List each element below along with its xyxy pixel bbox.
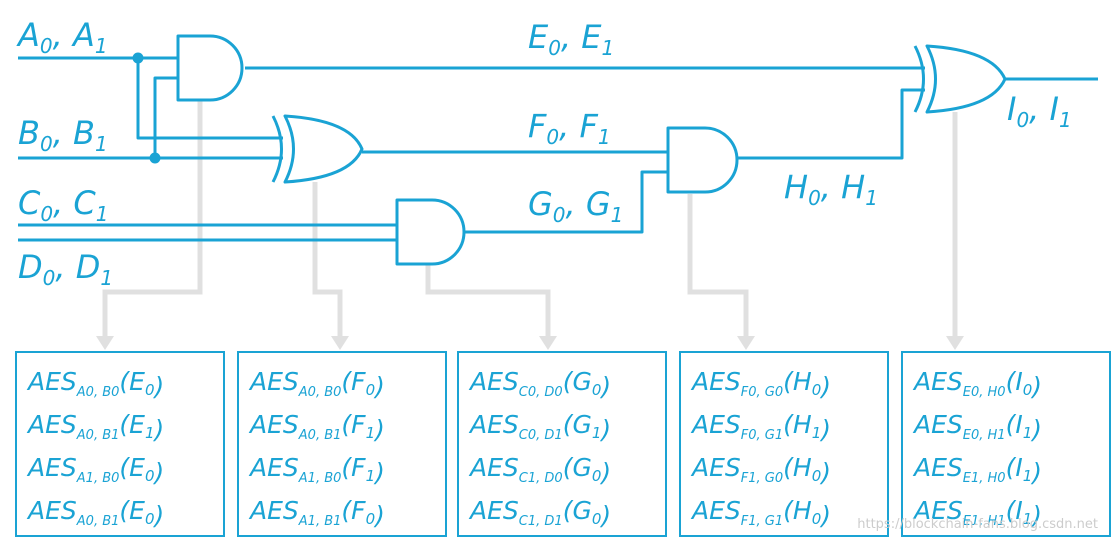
- table-box-4: [679, 351, 889, 537]
- garbled-tables: AESA0, B0(E0) AESA0, B1(E1) AESA1, B0(E0) A…: [15, 351, 1111, 537]
- table-5-row-3: AESE1, H0(I1): [912, 453, 1042, 487]
- table-3-row-3: AESC1, D0(G0): [468, 453, 611, 487]
- table-4-row-4: AESF1, G1(H0): [690, 496, 831, 530]
- xor-gate-2: [271, 114, 364, 184]
- table-4-row-1: AESF0, G0(H0): [690, 367, 831, 401]
- table-2-row-3: AESA1, B0(F1): [248, 453, 385, 487]
- connector-arrow-1: [96, 336, 114, 350]
- wire-labels: A0, A1 B0, B1 C0, C1 D0, D1 E0, E1 F0, F…: [16, 16, 1072, 290]
- label-b: B0, B1: [18, 114, 108, 156]
- table-2-row-2: AESA0, B1(F1): [248, 410, 385, 444]
- table-3-row-1: AESC0, D0(G0): [468, 367, 611, 401]
- xor-gate-2-extra-arc: [271, 115, 283, 183]
- table-3-row-4: AESC1, D1(G0): [468, 496, 611, 530]
- watermark: https://blockchain-fans.blog.csdn.net: [857, 517, 1098, 532]
- connector-gate4: [687, 194, 749, 338]
- table-4-row-3: AESF1, G0(H0): [690, 453, 831, 487]
- connector-arrow-5: [946, 336, 964, 350]
- table-box-3: [457, 351, 667, 537]
- label-h: H0, H1: [784, 168, 878, 210]
- table-box-5: [901, 351, 1111, 537]
- label-e: E0, E1: [528, 18, 614, 60]
- and-gate-3: [395, 198, 466, 266]
- table-2-row-4: AESA1, B1(F0): [248, 496, 385, 530]
- table-box-2: [237, 351, 447, 537]
- label-a: A0, A1: [16, 16, 108, 58]
- table-box-1: [15, 351, 225, 537]
- table-5-row-1: AESE0, H0(I0): [912, 367, 1042, 401]
- wire-h: [737, 88, 925, 160]
- label-f: F0, F1: [528, 107, 611, 149]
- xor-gate-2-body: [283, 114, 364, 184]
- table-3-row-2: AESC0, D1(G1): [468, 410, 611, 444]
- label-g: G0, G1: [528, 185, 623, 227]
- connectors: [96, 100, 964, 350]
- xor-gate-5-body: [925, 44, 1007, 114]
- junction-a: [132, 52, 144, 64]
- table-1-row-4: AESA0, B1(E0): [26, 496, 164, 530]
- and-gate-4: [666, 126, 739, 194]
- xor-gate-5-extra-arc: [913, 45, 925, 113]
- connector-gate2: [312, 182, 343, 338]
- table-5-row-4: AESE1, H1(I1): [912, 496, 1042, 530]
- connector-gate1: [102, 100, 203, 338]
- table-1-row-2: AESA0, B1(E1): [26, 410, 164, 444]
- wire-g: [464, 170, 668, 234]
- and-gate-1: [176, 34, 244, 102]
- label-i: I0, I1: [1007, 90, 1072, 132]
- table-1-row-1: AESA0, B0(E0): [26, 367, 164, 401]
- table-5-row-2: AESE0, H1(I1): [912, 410, 1042, 444]
- connector-arrow-3: [539, 336, 557, 350]
- table-2-row-1: AESA0, B0(F0): [248, 367, 385, 401]
- wire-b-branch: [153, 76, 178, 158]
- connector-arrow-4: [737, 336, 755, 350]
- xor-gate-5: [913, 44, 1007, 114]
- label-c: C0, C1: [18, 184, 109, 226]
- connector-arrow-2: [331, 336, 349, 350]
- junction-b: [149, 152, 161, 164]
- table-4-row-2: AESF0, G1(H1): [690, 410, 831, 444]
- wire-a-branch: [136, 58, 283, 140]
- table-1-row-3: AESA1, B0(E0): [26, 453, 164, 487]
- connector-gate3: [425, 264, 551, 338]
- label-d: D0, D1: [18, 248, 113, 290]
